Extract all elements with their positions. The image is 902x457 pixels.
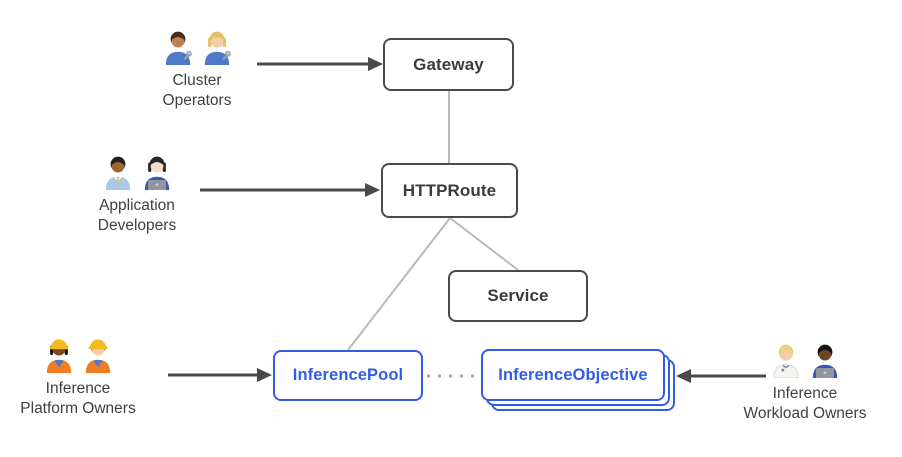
node-httproute: HTTPRoute <box>381 163 518 218</box>
actor-label-line2: Workload Owners <box>743 405 867 422</box>
woman-technologist-icon <box>144 156 169 190</box>
actor-label: Application Developers <box>98 196 176 236</box>
actor-label-line2: Platform Owners <box>20 400 136 417</box>
man-mechanic-icon <box>165 31 192 65</box>
actor-label: Cluster Operators <box>163 71 232 111</box>
node-inference-objective: InferenceObjective <box>481 349 665 401</box>
node-inference-pool: InferencePool <box>273 350 423 401</box>
actor-inference-workload-owners: Inference Workload Owners <box>717 342 893 424</box>
actor-label-line1: Application <box>99 197 175 214</box>
actor-application-developers: Application Developers <box>52 154 222 236</box>
arrow-application-developers-to-httproute <box>200 183 380 197</box>
actor-label-line1: Cluster <box>172 72 222 89</box>
actor-label-line2: Operators <box>162 92 232 109</box>
man-technologist-icon <box>812 344 837 378</box>
inference-workload-owners-icons <box>768 342 843 378</box>
application-developers-icons <box>100 154 175 190</box>
woman-mechanic-icon <box>204 31 231 65</box>
woman-construction-worker-icon <box>46 339 71 373</box>
actor-label-line2: Developers <box>97 217 177 234</box>
arrow-platform-owners-to-inferencepool <box>168 368 272 382</box>
actor-inference-platform-owners: Inference Platform Owners <box>0 337 168 419</box>
actor-label-line1: Inference <box>772 385 838 402</box>
cluster-operators-icons <box>160 29 235 65</box>
edge-httproute-service <box>449 217 519 271</box>
man-construction-worker-icon <box>85 339 110 373</box>
actor-label-line1: Inference <box>45 380 111 397</box>
health-worker-icon <box>772 344 799 378</box>
actor-label: Inference Workload Owners <box>744 384 867 424</box>
actor-label: Inference Platform Owners <box>20 379 135 419</box>
node-service: Service <box>448 270 588 322</box>
node-gateway: Gateway <box>383 38 514 91</box>
inference-platform-owners-icons <box>41 337 116 373</box>
edge-httproute-inferencepool <box>347 217 451 351</box>
actor-cluster-operators: Cluster Operators <box>112 29 282 111</box>
man-office-worker-icon <box>105 156 130 190</box>
